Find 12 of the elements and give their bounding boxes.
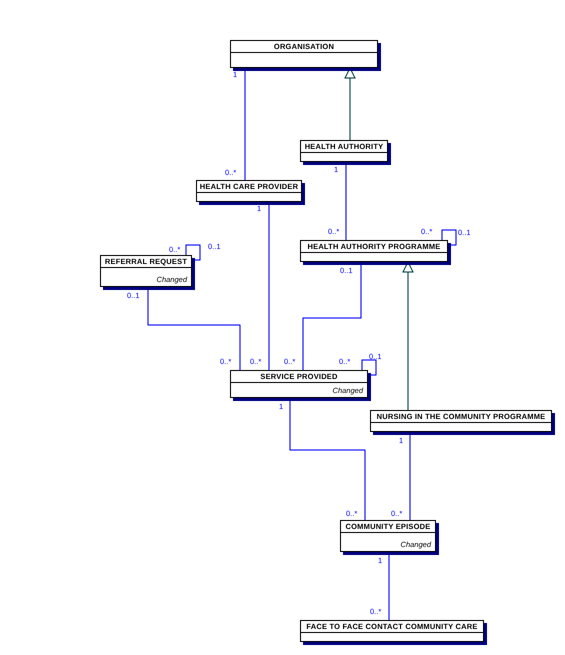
class-box	[300, 140, 388, 162]
association-line	[442, 230, 456, 246]
class-box	[196, 180, 302, 202]
class-box	[300, 240, 448, 262]
class-box	[230, 370, 368, 398]
association-line	[186, 244, 200, 260]
association-line	[362, 360, 376, 376]
class-box	[300, 620, 484, 642]
class-box	[340, 520, 436, 552]
class-box	[230, 40, 378, 68]
class-box	[370, 410, 552, 432]
class-box	[100, 255, 192, 287]
